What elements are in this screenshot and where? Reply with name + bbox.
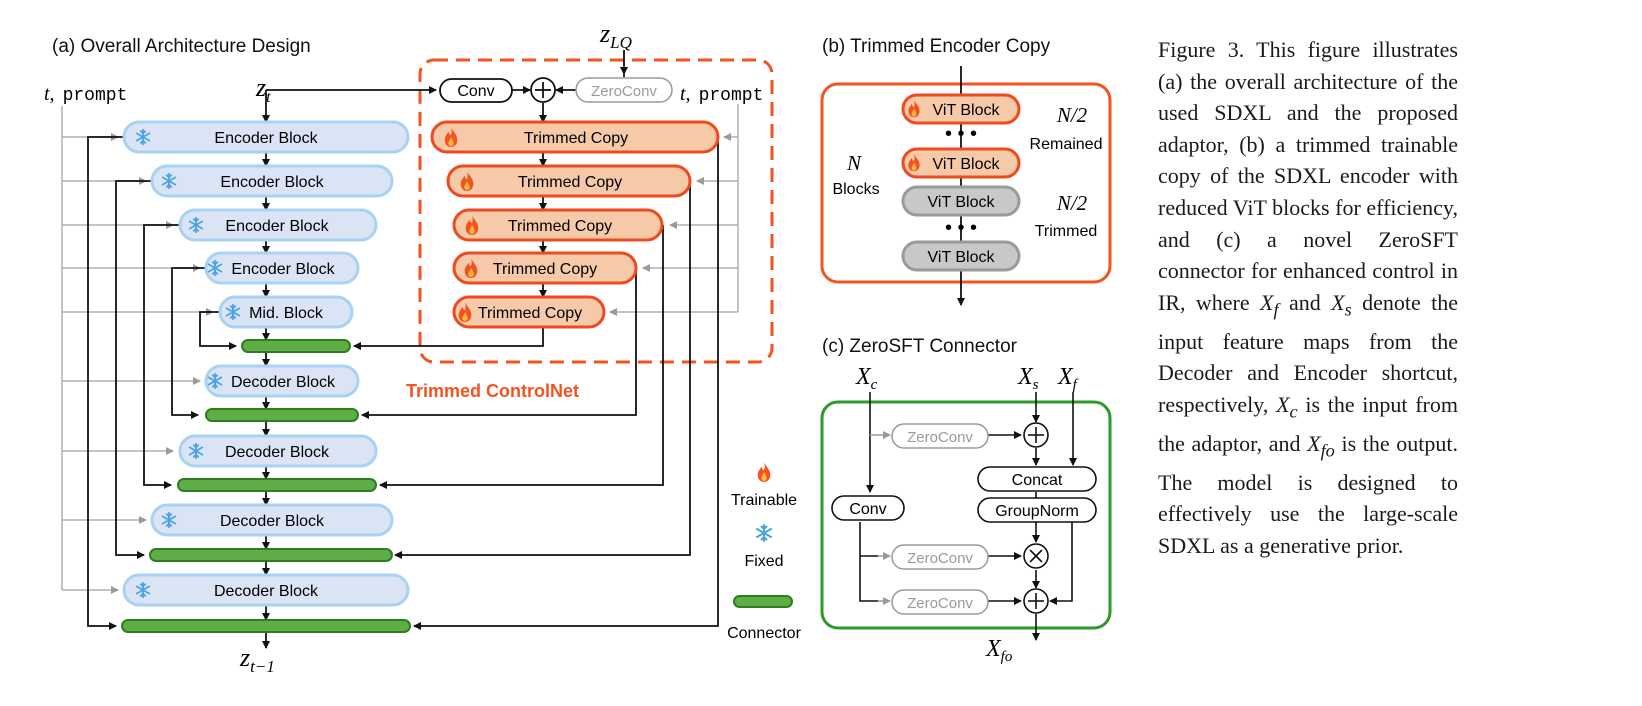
legend-trainable-label: Trainable <box>731 492 797 509</box>
z-t-minus-1-label: zt−1 <box>239 643 275 676</box>
vit-block-2: ViT Block <box>901 147 1021 179</box>
encoder-block-2: Encoder Block <box>150 164 394 198</box>
mid-block: Mid. Block <box>218 295 354 329</box>
encoder-block-3-label: Encoder Block <box>225 218 329 235</box>
conv-node <box>439 78 513 103</box>
connector-bar-4 <box>149 548 393 562</box>
z-t-label: zt <box>255 73 271 106</box>
mid-block-label: Mid. Block <box>249 305 324 322</box>
figure-caption: Figure 3. This figure illustrates (a) th… <box>1158 37 1459 559</box>
controlnet-dashed-box <box>418 58 774 364</box>
remained-label: Remained <box>1030 136 1103 153</box>
vit-block-4: ViT Block <box>901 240 1021 272</box>
groupnorm-node <box>977 497 1097 523</box>
n-half-bottom: N/2 <box>1056 191 1088 215</box>
decoder-block-1: Decoder Block <box>204 364 360 398</box>
legend-snowflake-icon <box>756 524 772 542</box>
panel-c-box <box>820 400 1112 630</box>
zeroconv-c3-label: ZeroConv <box>907 595 973 612</box>
right-prompt-lines <box>609 104 739 316</box>
encoder-block-3: Encoder Block <box>178 208 378 242</box>
conv-c-label: Conv <box>849 501 886 518</box>
trimmed-copy-5-label: Trimmed Copy <box>478 305 582 322</box>
groupnorm-label: GroupNorm <box>995 503 1079 520</box>
xf-label: Xf <box>1057 364 1079 393</box>
conv-label: Conv <box>457 83 494 100</box>
connector-bar-1 <box>241 339 351 353</box>
legend-fixed-label: Fixed <box>744 553 783 570</box>
zeroconv-c1-label: ZeroConv <box>907 429 973 446</box>
vit-block-3: ViT Block <box>901 185 1021 217</box>
skip-connections <box>87 136 237 630</box>
vit-dots-top: • • • <box>945 123 977 145</box>
trimmed-copy-3-label: Trimmed Copy <box>508 218 612 235</box>
connector-bar-3 <box>177 478 377 492</box>
legend-connector-swatch <box>733 595 793 608</box>
panel-c-zeroconv-out <box>988 431 1022 605</box>
decoder-block-1-label: Decoder Block <box>231 374 336 391</box>
decoder-block-4: Decoder Block <box>122 573 410 607</box>
encoder-block-4: Encoder Block <box>204 251 360 285</box>
panel-b-title: (b) Trimmed Encoder Copy <box>822 36 1051 57</box>
blocks-label: Blocks <box>832 181 879 198</box>
panel-c-wires <box>859 392 1077 641</box>
panel-b-box <box>820 82 1112 284</box>
decoder-block-3: Decoder Block <box>150 503 394 537</box>
zeroconv-c3 <box>891 589 989 615</box>
encoder-block-1-label: Encoder Block <box>214 130 318 147</box>
conv-c <box>831 495 905 521</box>
n-half-top: N/2 <box>1056 103 1088 127</box>
xc-label: Xc <box>855 364 878 393</box>
panel-a-title: (a) Overall Architecture Design <box>52 36 311 57</box>
xfo-label: Xfo <box>985 636 1013 665</box>
controlnet-outputs <box>353 137 719 630</box>
concat-node <box>977 466 1097 492</box>
trimmed-copy-4-label: Trimmed Copy <box>493 261 597 278</box>
zeroconv-node <box>575 77 673 103</box>
connector-bar-5 <box>121 619 411 633</box>
t-prompt-left: t, prompt <box>44 83 127 106</box>
xs-label: Xs <box>1017 364 1039 393</box>
encoder-block-2-label: Encoder Block <box>220 174 324 191</box>
trimmed-copy-3: Trimmed Copy <box>452 208 664 242</box>
panel-c-gray-wires <box>870 431 891 605</box>
decoder-block-2-label: Decoder Block <box>225 444 330 461</box>
trimmed-copy-2: Trimmed Copy <box>446 164 692 198</box>
vit-block-3-label: ViT Block <box>928 194 996 211</box>
decoder-block-4-label: Decoder Block <box>214 583 319 600</box>
z-lq-label: zLQ <box>599 19 632 52</box>
trimmed-copy-1-label: Trimmed Copy <box>524 130 628 147</box>
panel-c-title: (c) ZeroSFT Connector <box>822 336 1018 357</box>
trimmed-copy-2-label: Trimmed Copy <box>518 174 622 191</box>
trimmed-copy-5: Trimmed Copy <box>452 295 606 329</box>
trimmed-copy-1: Trimmed Copy <box>430 120 720 154</box>
decoder-block-3-label: Decoder Block <box>220 513 325 530</box>
controlnet-label: Trimmed ControlNet <box>406 381 579 401</box>
trimmed-copy-4: Trimmed Copy <box>452 251 638 285</box>
encoder-block-4-label: Encoder Block <box>231 261 335 278</box>
concat-label: Concat <box>1012 472 1063 489</box>
trimmed-label: Trimmed <box>1035 223 1098 240</box>
zeroconv-c2 <box>891 544 989 570</box>
vit-block-4-label: ViT Block <box>928 249 996 266</box>
zeroconv-c2-label: ZeroConv <box>907 550 973 567</box>
zeroconv-c1 <box>891 423 989 449</box>
mul-node-c-b <box>1029 549 1043 563</box>
connector-bar-2 <box>205 408 359 422</box>
vit-block-1-label: ViT Block <box>933 102 1001 119</box>
t-prompt-right: t, prompt <box>680 83 763 106</box>
decoder-block-2: Decoder Block <box>178 434 378 468</box>
legend-fire-icon <box>757 462 771 482</box>
controlnet-flow <box>266 50 628 298</box>
vit-block-1: ViT Block <box>901 93 1021 125</box>
encoder-block-1: Encoder Block <box>122 120 410 154</box>
legend-connector-label: Connector <box>727 625 801 642</box>
vit-dots-bottom: • • • <box>945 217 977 239</box>
zeroconv-label: ZeroConv <box>591 83 657 100</box>
n-label: N <box>846 151 862 175</box>
vit-block-2-label: ViT Block <box>933 156 1001 173</box>
